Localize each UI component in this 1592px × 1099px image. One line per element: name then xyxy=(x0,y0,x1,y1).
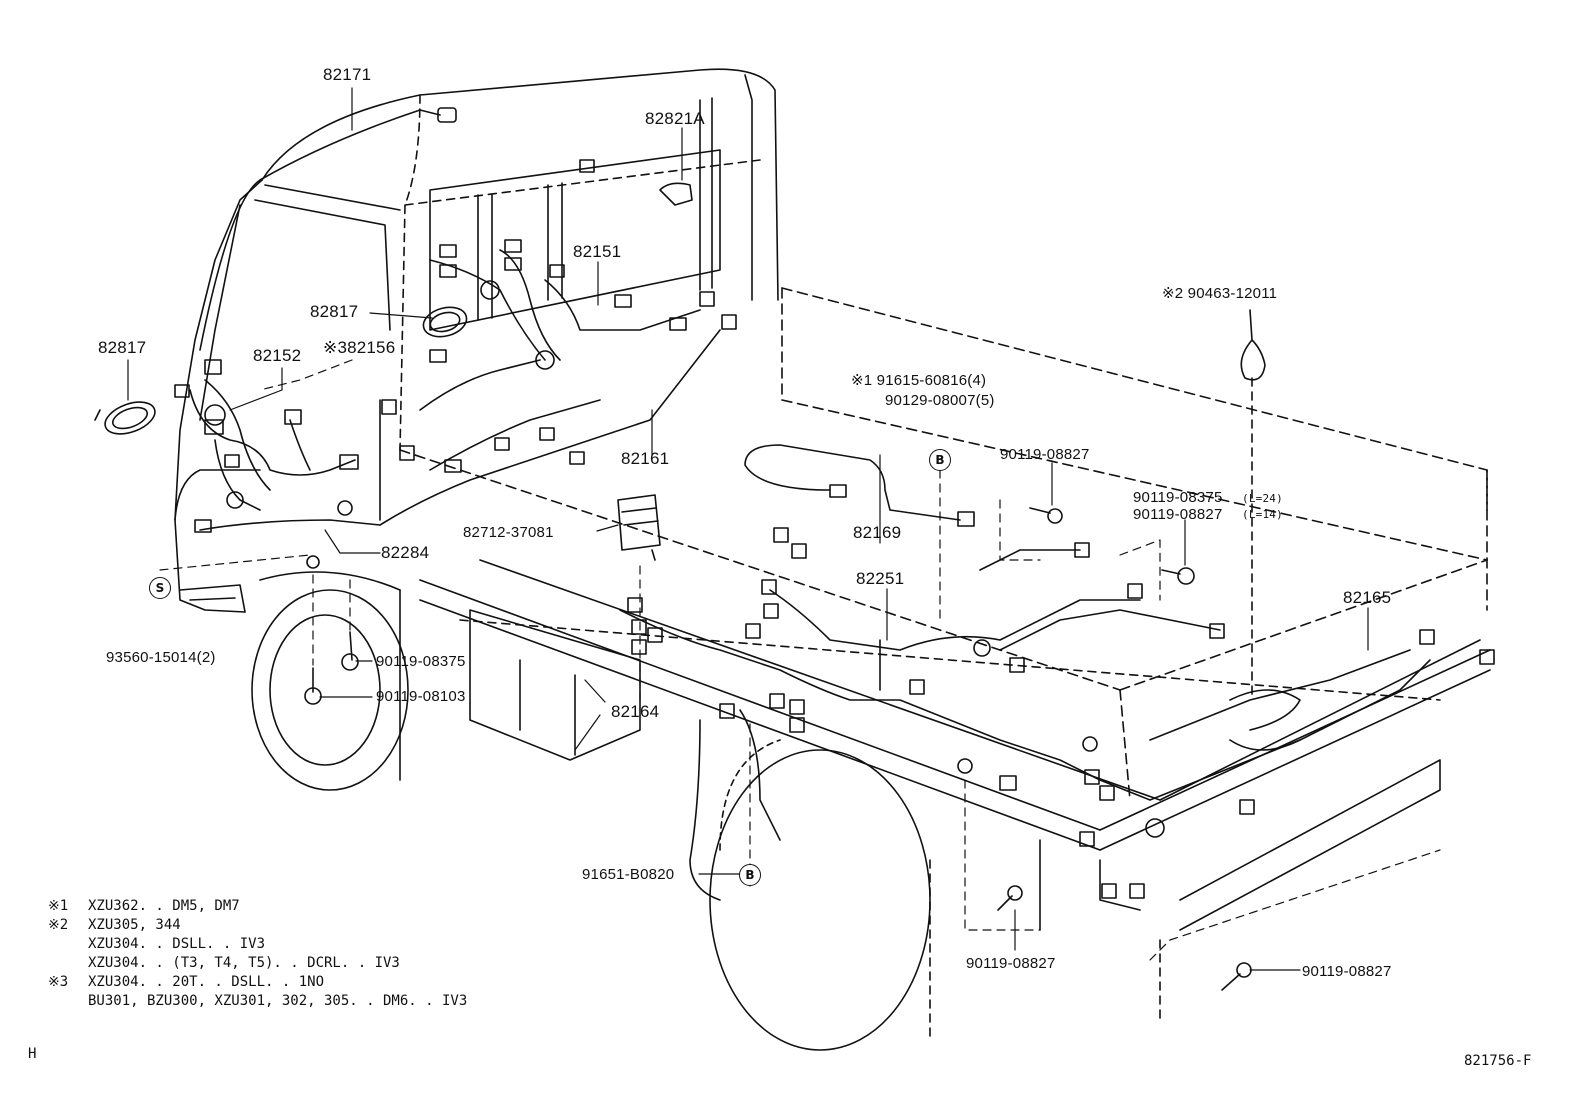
part-label-82151: 82151 xyxy=(573,242,622,261)
corner-code-left: H xyxy=(28,1046,37,1062)
note-text: BU301, BZU300, XZU301, 302, 305. . DM6. … xyxy=(88,993,468,1009)
part-label-90129-08007: 90129-08007(5) xyxy=(885,392,995,409)
note-text: XZU304. . DSLL. . IV3 xyxy=(88,936,266,952)
part-label-82164: 82164 xyxy=(611,702,660,721)
part-label-82712: 82712-37081 xyxy=(463,524,554,541)
part-label-82284: 82284 xyxy=(381,543,430,562)
part-label-93560: 93560-15014(2) xyxy=(106,649,216,666)
part-label-82171: 82171 xyxy=(323,65,372,84)
part-label-82161: 82161 xyxy=(621,449,670,468)
part-label-90119-08103: 90119-08103 xyxy=(376,688,466,705)
marker-b-upper: B xyxy=(929,449,951,471)
cab-outline xyxy=(174,68,779,613)
part-82821A xyxy=(659,182,693,206)
part-label-82165: 82165 xyxy=(1343,588,1392,607)
note-row: XZU304. . (T3, T4, T5). . DCRL. . IV3 xyxy=(48,954,467,973)
applicability-notes: ※1 XZU362. . DM5, DM7 ※2 XZU305, 344 XZU30… xyxy=(48,897,467,1011)
part-label-91615-60816: ※1 91615-60816(4) xyxy=(851,372,987,389)
note-row: BU301, BZU300, XZU301, 302, 305. . DM6. … xyxy=(48,992,467,1011)
leader-lines xyxy=(127,87,1441,971)
note-text: XZU305, 344 xyxy=(88,917,181,933)
chassis-frame xyxy=(419,559,1491,1021)
part-label-82817-top: 82817 xyxy=(310,302,359,321)
part-label-82817-left: 82817 xyxy=(98,338,147,357)
length-note-14: (L=14) xyxy=(1242,508,1283,521)
note-mark: ※3 xyxy=(48,974,69,990)
marker-b-lower: B xyxy=(739,864,761,886)
note-row: ※2 XZU305, 344 xyxy=(48,916,467,935)
part-label-82169: 82169 xyxy=(853,523,902,542)
rear-wheel xyxy=(709,739,1041,1051)
roof-harness xyxy=(199,107,457,351)
part-label-90119-08375-bed: 90119-08375 xyxy=(1133,489,1223,506)
note-row: ※3 XZU304. . 20T. . DSLL. . 1NO xyxy=(48,973,467,992)
length-note-24: (L=24) xyxy=(1242,492,1283,505)
part-label-90119-08375-front: 90119-08375 xyxy=(376,653,466,670)
note-text: XZU362. . DM5, DM7 xyxy=(88,898,240,914)
note-text: XZU304. . 20T. . DSLL. . 1NO xyxy=(88,974,325,990)
part-label-82156: ※382156 xyxy=(323,338,396,357)
lamp-82817 xyxy=(94,306,468,435)
chassis-harness xyxy=(619,527,1495,901)
part-label-91651-B0820: 91651-B0820 xyxy=(582,866,675,883)
illustration-id: 821756-F xyxy=(1464,1053,1532,1069)
part-82712 xyxy=(617,494,661,561)
cab-harness xyxy=(174,159,737,533)
bed-harness-82169 xyxy=(744,444,975,527)
part-label-90119-08827-bed2: 90119-08827 xyxy=(1133,506,1223,523)
note-mark: ※1 xyxy=(48,898,69,914)
note-row: ※1 XZU362. . DM5, DM7 xyxy=(48,897,467,916)
note-mark: ※2 xyxy=(48,917,69,933)
clamp-90463 xyxy=(1240,309,1266,701)
part-label-82152: 82152 xyxy=(253,346,302,365)
battery-area xyxy=(469,609,641,761)
front-wheel xyxy=(251,571,409,791)
part-label-90119-08827-rear: 90119-08827 xyxy=(966,955,1056,972)
part-label-90119-08827-tail: 90119-08827 xyxy=(1302,963,1392,980)
part-label-82251: 82251 xyxy=(856,569,905,588)
part-label-82821A: 82821A xyxy=(645,109,705,128)
part-label-90119-08827-bed: 90119-08827 xyxy=(1000,446,1090,463)
marker-s: S xyxy=(149,577,171,599)
note-text: XZU304. . (T3, T4, T5). . DCRL. . IV3 xyxy=(88,955,400,971)
note-row: XZU304. . DSLL. . IV3 xyxy=(48,935,467,954)
part-label-90463-12011: ※2 90463-12011 xyxy=(1162,285,1278,302)
